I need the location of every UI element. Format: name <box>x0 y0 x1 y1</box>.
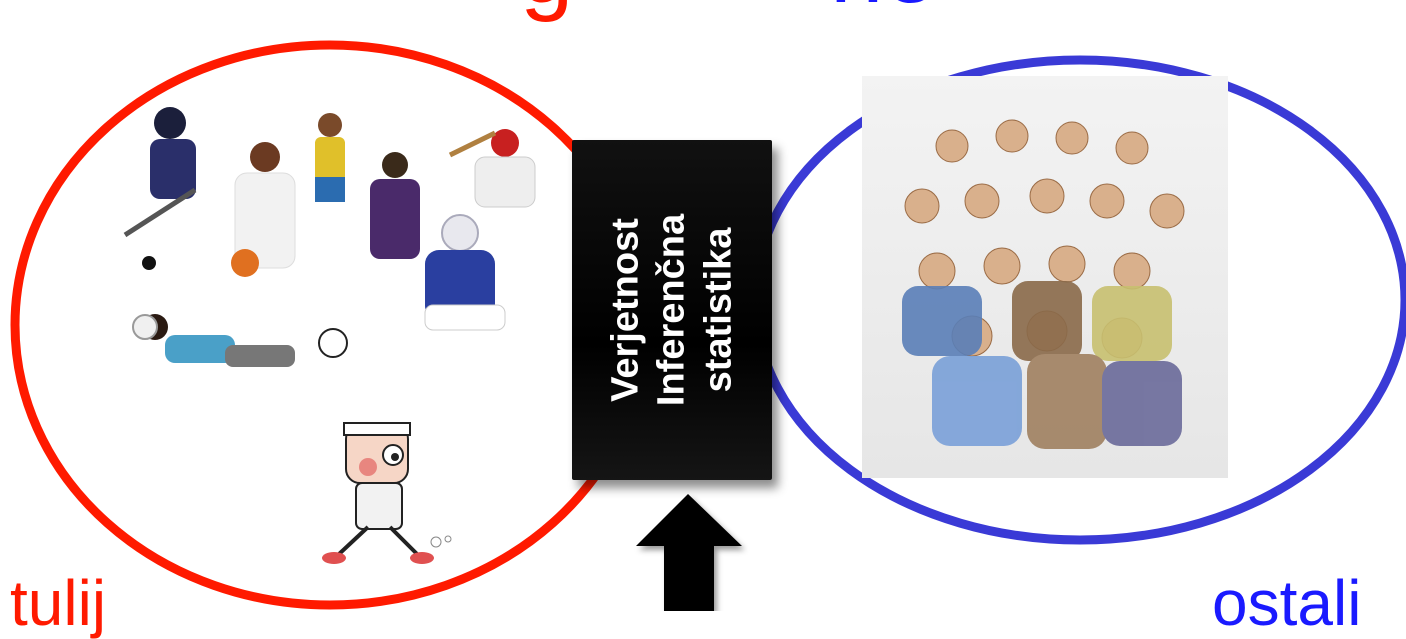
inference-line-probability: Verjetnost <box>604 218 647 402</box>
up-arrow-icon <box>636 494 742 611</box>
population-heading-fragment: ne <box>830 0 937 18</box>
inference-box-text: Verjetnost Inferenčna statistika <box>602 145 741 475</box>
inference-line-inferential: Inferenčna <box>650 213 693 407</box>
sample-heading-fragment: g <box>520 0 573 18</box>
inference-line-statistics: statistika <box>697 227 740 393</box>
inference-box: Verjetnost Inferenčna statistika <box>572 140 772 480</box>
crowd-image <box>862 76 1228 478</box>
population-label-fragment: ostali <box>1212 567 1362 639</box>
crowd-illustration <box>902 119 1185 449</box>
athletes-image <box>123 107 536 367</box>
sample-label-fragment: tulij <box>10 567 107 639</box>
runner-image <box>298 405 468 570</box>
